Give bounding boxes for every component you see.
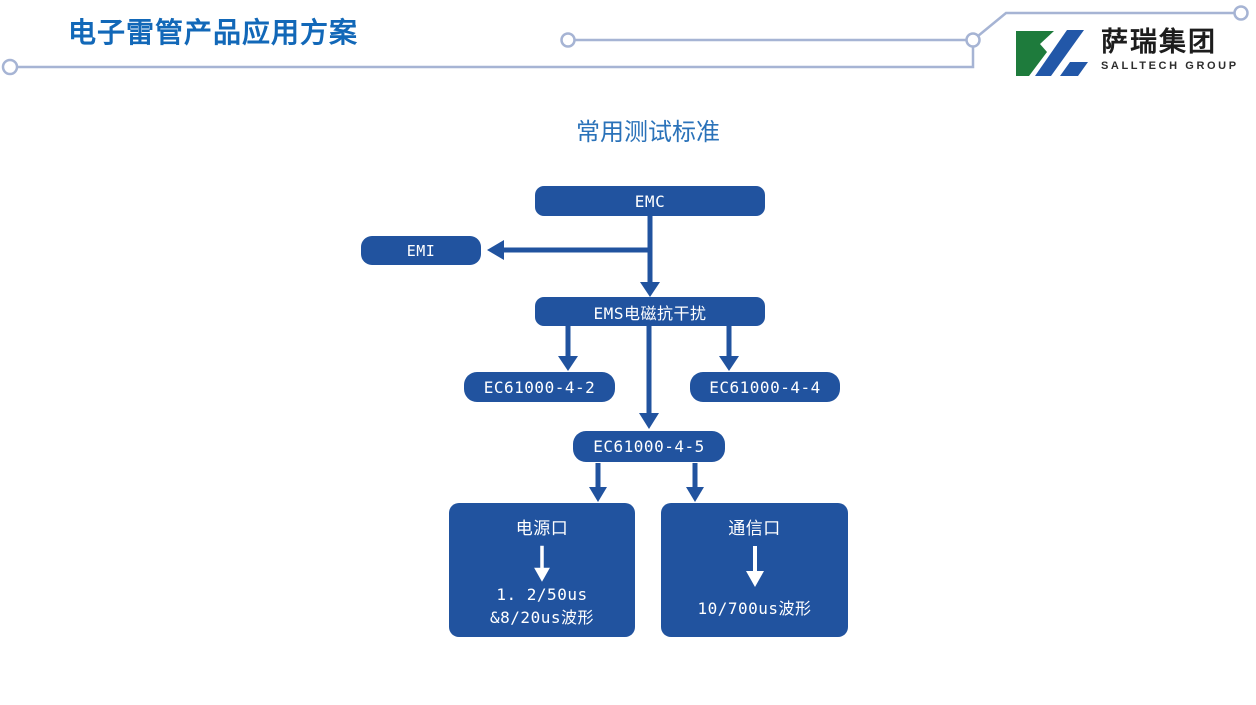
power-waveform-line2: &8/20us波形 [490,607,594,627]
node-iec61000-4-5: EC61000-4-5 [573,431,725,462]
deco-circle-junction [965,32,981,48]
logo: 萨瑞集团 SALLTECH GROUP [1014,26,1239,80]
node-iec61000-4-4: EC61000-4-4 [690,372,840,402]
comm-port-label: 通信口 [728,519,781,539]
node-emc: EMC [535,186,765,216]
node-power-port: 电源口 1. 2/50us &8/20us波形 [449,503,635,637]
arrowhead-to-iec5 [639,413,659,429]
deco-circle-left [1,58,19,76]
logo-subtitle: SALLTECH GROUP [1101,60,1239,73]
logo-name: 萨瑞集团 [1101,27,1217,57]
deco-circle-right [1233,5,1249,21]
logo-blue-foot [1060,62,1088,76]
node-comm-port: 通信口 10/700us波形 [661,503,848,637]
logo-green-shape [1016,31,1054,76]
down-arrow-icon [745,546,764,587]
arrowhead-to-iec2 [558,356,578,371]
power-waveform-line1: 1. 2/50us [496,584,588,604]
diagram-title: 常用测试标准 [576,119,720,146]
salltech-logo-icon [1016,30,1088,76]
arrowhead-to-iec4 [719,356,739,371]
node-iec61000-4-2: EC61000-4-2 [464,372,615,402]
arrowhead-to-ems [640,282,660,297]
logo-text: 萨瑞集团 SALLTECH GROUP [1101,27,1239,72]
arrowhead-to-emi [487,240,504,260]
down-arrow-icon [534,545,550,582]
node-emi: EMI [361,236,481,265]
power-port-waveforms: 1. 2/50us &8/20us波形 [490,583,594,637]
deco-circle-middle [560,32,576,48]
power-port-label: 电源口 [515,519,569,539]
logo-blue-slash [1035,30,1084,76]
comm-waveform-line1: 10/700us波形 [697,598,812,618]
node-ems: EMS电磁抗干扰 [535,297,765,326]
page-title: 电子雷管产品应用方案 [68,17,359,48]
comm-port-waveforms: 10/700us波形 [697,588,811,637]
arrowhead-to-comm [686,487,704,502]
arrowhead-to-power [589,487,607,502]
